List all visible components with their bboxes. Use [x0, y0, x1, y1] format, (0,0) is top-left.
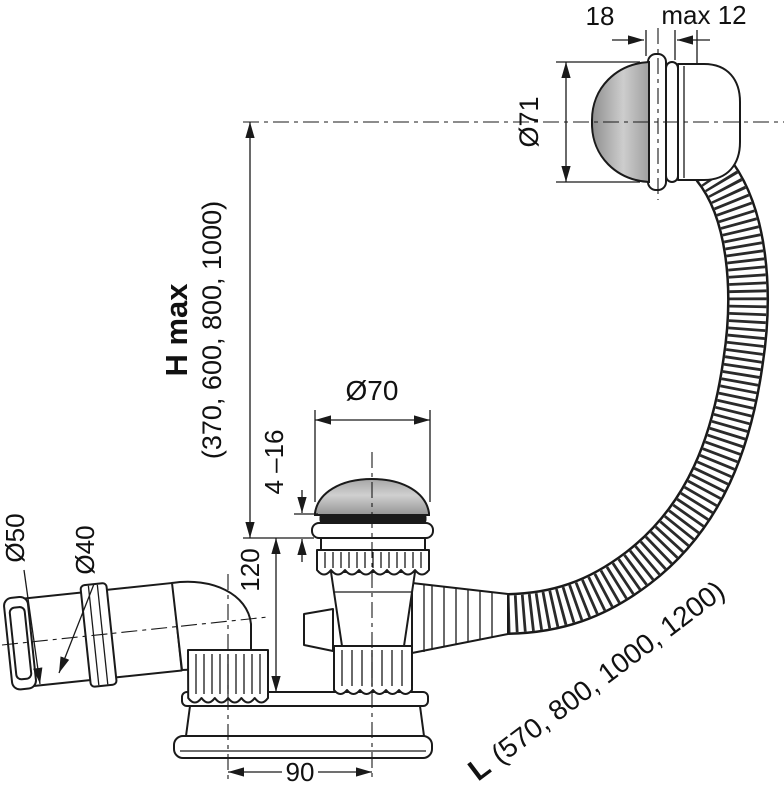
dimension-overflow-diameter: Ø71	[514, 61, 640, 183]
dim-plug-diameter-label: Ø70	[346, 375, 399, 406]
dim-plug-adjustment-label: 4 –16	[259, 429, 289, 494]
dim-body-height-label: 120	[235, 548, 265, 591]
corrugated-hose	[507, 154, 769, 635]
dimension-max12: max 12	[661, 0, 746, 30]
base-flange	[173, 691, 433, 759]
hose-length-label: L	[462, 750, 496, 787]
drain-knurled-nut	[316, 549, 430, 576]
dimension-18: 18	[586, 1, 710, 64]
dim-pipe-outer-label: Ø50	[0, 513, 30, 562]
dimension-pipe-outer: Ø50	[0, 513, 43, 685]
drain-upper-band	[320, 537, 426, 551]
dimension-h-max: H max (370, 600, 800, 1000)	[159, 121, 314, 539]
drain-body-taper	[330, 571, 416, 647]
h-max-label: H max	[159, 283, 194, 377]
drain-lower-nut	[333, 645, 413, 695]
dimension-pipe-inner: Ø40	[58, 525, 100, 674]
overflow-chrome-cap	[591, 60, 650, 184]
dim-pipe-inner-label: Ø40	[70, 525, 100, 574]
overflow-stub	[303, 608, 334, 652]
hose-connector-cone	[411, 582, 509, 654]
dim-flange-width-label: 18	[586, 1, 615, 31]
dimension-body-height: 120	[235, 537, 281, 693]
centerlines	[1, 28, 784, 780]
dim-overflow-diameter-label: Ø71	[514, 96, 544, 147]
dimension-axis-distance: 90	[227, 757, 373, 787]
dim-wall-max-label: max 12	[661, 0, 746, 30]
dimension-plug-diameter: Ø70	[314, 375, 431, 502]
waste-plug-assembly	[303, 477, 509, 695]
overflow-cap-assembly	[591, 53, 741, 191]
h-max-values-label: (370, 600, 800, 1000)	[197, 201, 227, 459]
dim-axis-distance-label: 90	[286, 757, 315, 787]
dimension-plug-adjustment: 4 –16	[259, 429, 318, 562]
